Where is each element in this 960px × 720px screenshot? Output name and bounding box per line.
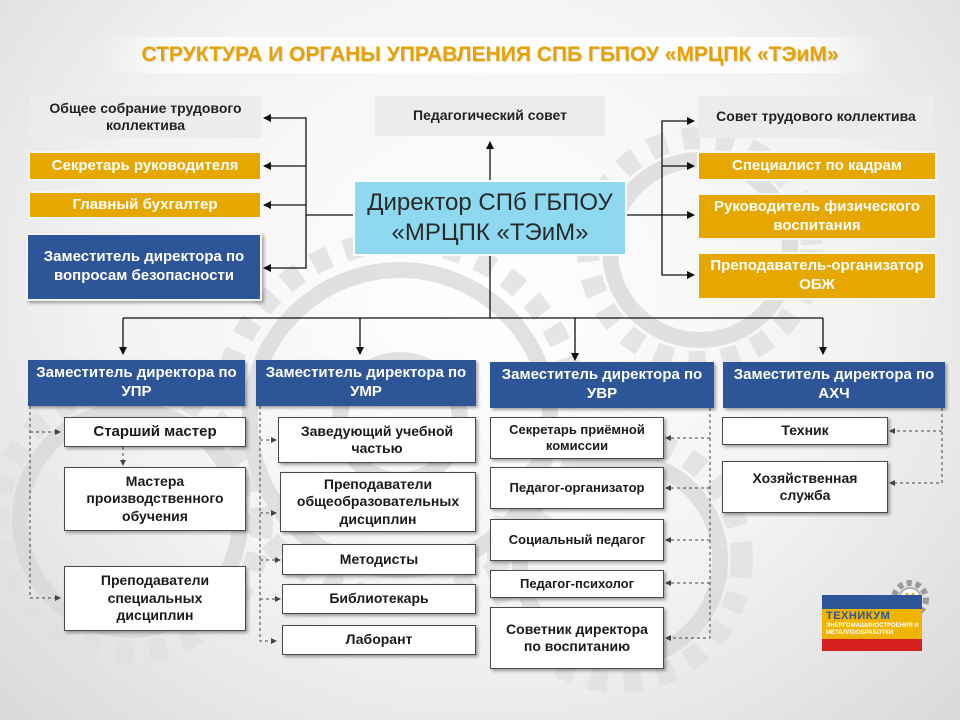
umr-item: Библиотекарь: [282, 584, 476, 614]
technikum-logo: ТЕХНИКУМ ЭНЕРГОМАШИНОСТРОЕНИЯ И МЕТАЛЛОО…: [822, 575, 934, 655]
page-title: СТРУКТУРА И ОРГАНЫ УПРАВЛЕНИЯ СПБ ГБПОУ …: [100, 37, 880, 73]
umr-item: Преподаватели общеобразовательных дисцип…: [280, 472, 476, 532]
uvr-item: Советник директора по воспитанию: [490, 607, 664, 669]
accountant-box: Главный бухгалтер: [28, 191, 262, 219]
director-line-1: Директор СПб ГБПОУ: [367, 189, 613, 216]
upr-item: Старший мастер: [64, 417, 246, 447]
general-meeting-box: Общее собрание трудового коллектива: [30, 96, 261, 138]
secretary-box: Секретарь руководителя: [28, 151, 262, 181]
upr-item: Преподаватели специальных дисциплин: [64, 566, 246, 631]
labor-council-box: Совет трудового коллектива: [698, 96, 934, 138]
deputy-uvr-box: Заместитель директора по УВР: [490, 362, 714, 408]
director-line-2: «МРЦПК «ТЭиМ»: [391, 219, 589, 246]
logo-mark: ТЕХНИКУМ ЭНЕРГОМАШИНОСТРОЕНИЯ И МЕТАЛЛОО…: [822, 595, 922, 651]
obzh-teacher-box: Преподаватель-организатор ОБЖ: [697, 252, 937, 300]
uvr-item: Социальный педагог: [490, 519, 664, 561]
uvr-item: Педагог-психолог: [490, 570, 664, 598]
upr-item: Мастера производственного обучения: [64, 467, 246, 531]
deputy-upr-box: Заместитель директора по УПР: [28, 360, 245, 406]
deputy-ahch-box: Заместитель директора по АХЧ: [723, 362, 945, 408]
umr-item: Методисты: [282, 544, 476, 575]
umr-item: Заведующий учебной частью: [278, 417, 476, 463]
uvr-item: Педагог-организатор: [490, 467, 664, 509]
ahch-item: Хозяйственная служба: [722, 461, 888, 513]
deputy-umr-box: Заместитель директора по УМР: [256, 360, 476, 406]
logo-name: ТЕХНИКУМ: [826, 610, 891, 622]
umr-item: Лаборант: [282, 625, 476, 655]
security-deputy-box: Заместитель директора по вопросам безопа…: [26, 233, 262, 301]
uvr-item: Секретарь приёмной комиссии: [490, 417, 664, 459]
ped-council-box: Педагогический совет: [375, 96, 605, 136]
ahch-item: Техник: [722, 417, 888, 445]
director-box: Директор СПб ГБПОУ «МРЦПК «ТЭиМ»: [353, 180, 627, 256]
hr-specialist-box: Специалист по кадрам: [697, 151, 937, 181]
logo-subtitle: ЭНЕРГОМАШИНОСТРОЕНИЯ И МЕТАЛЛООБРАБОТКИ: [826, 623, 919, 636]
pe-head-box: Руководитель физического воспитания: [697, 193, 937, 240]
